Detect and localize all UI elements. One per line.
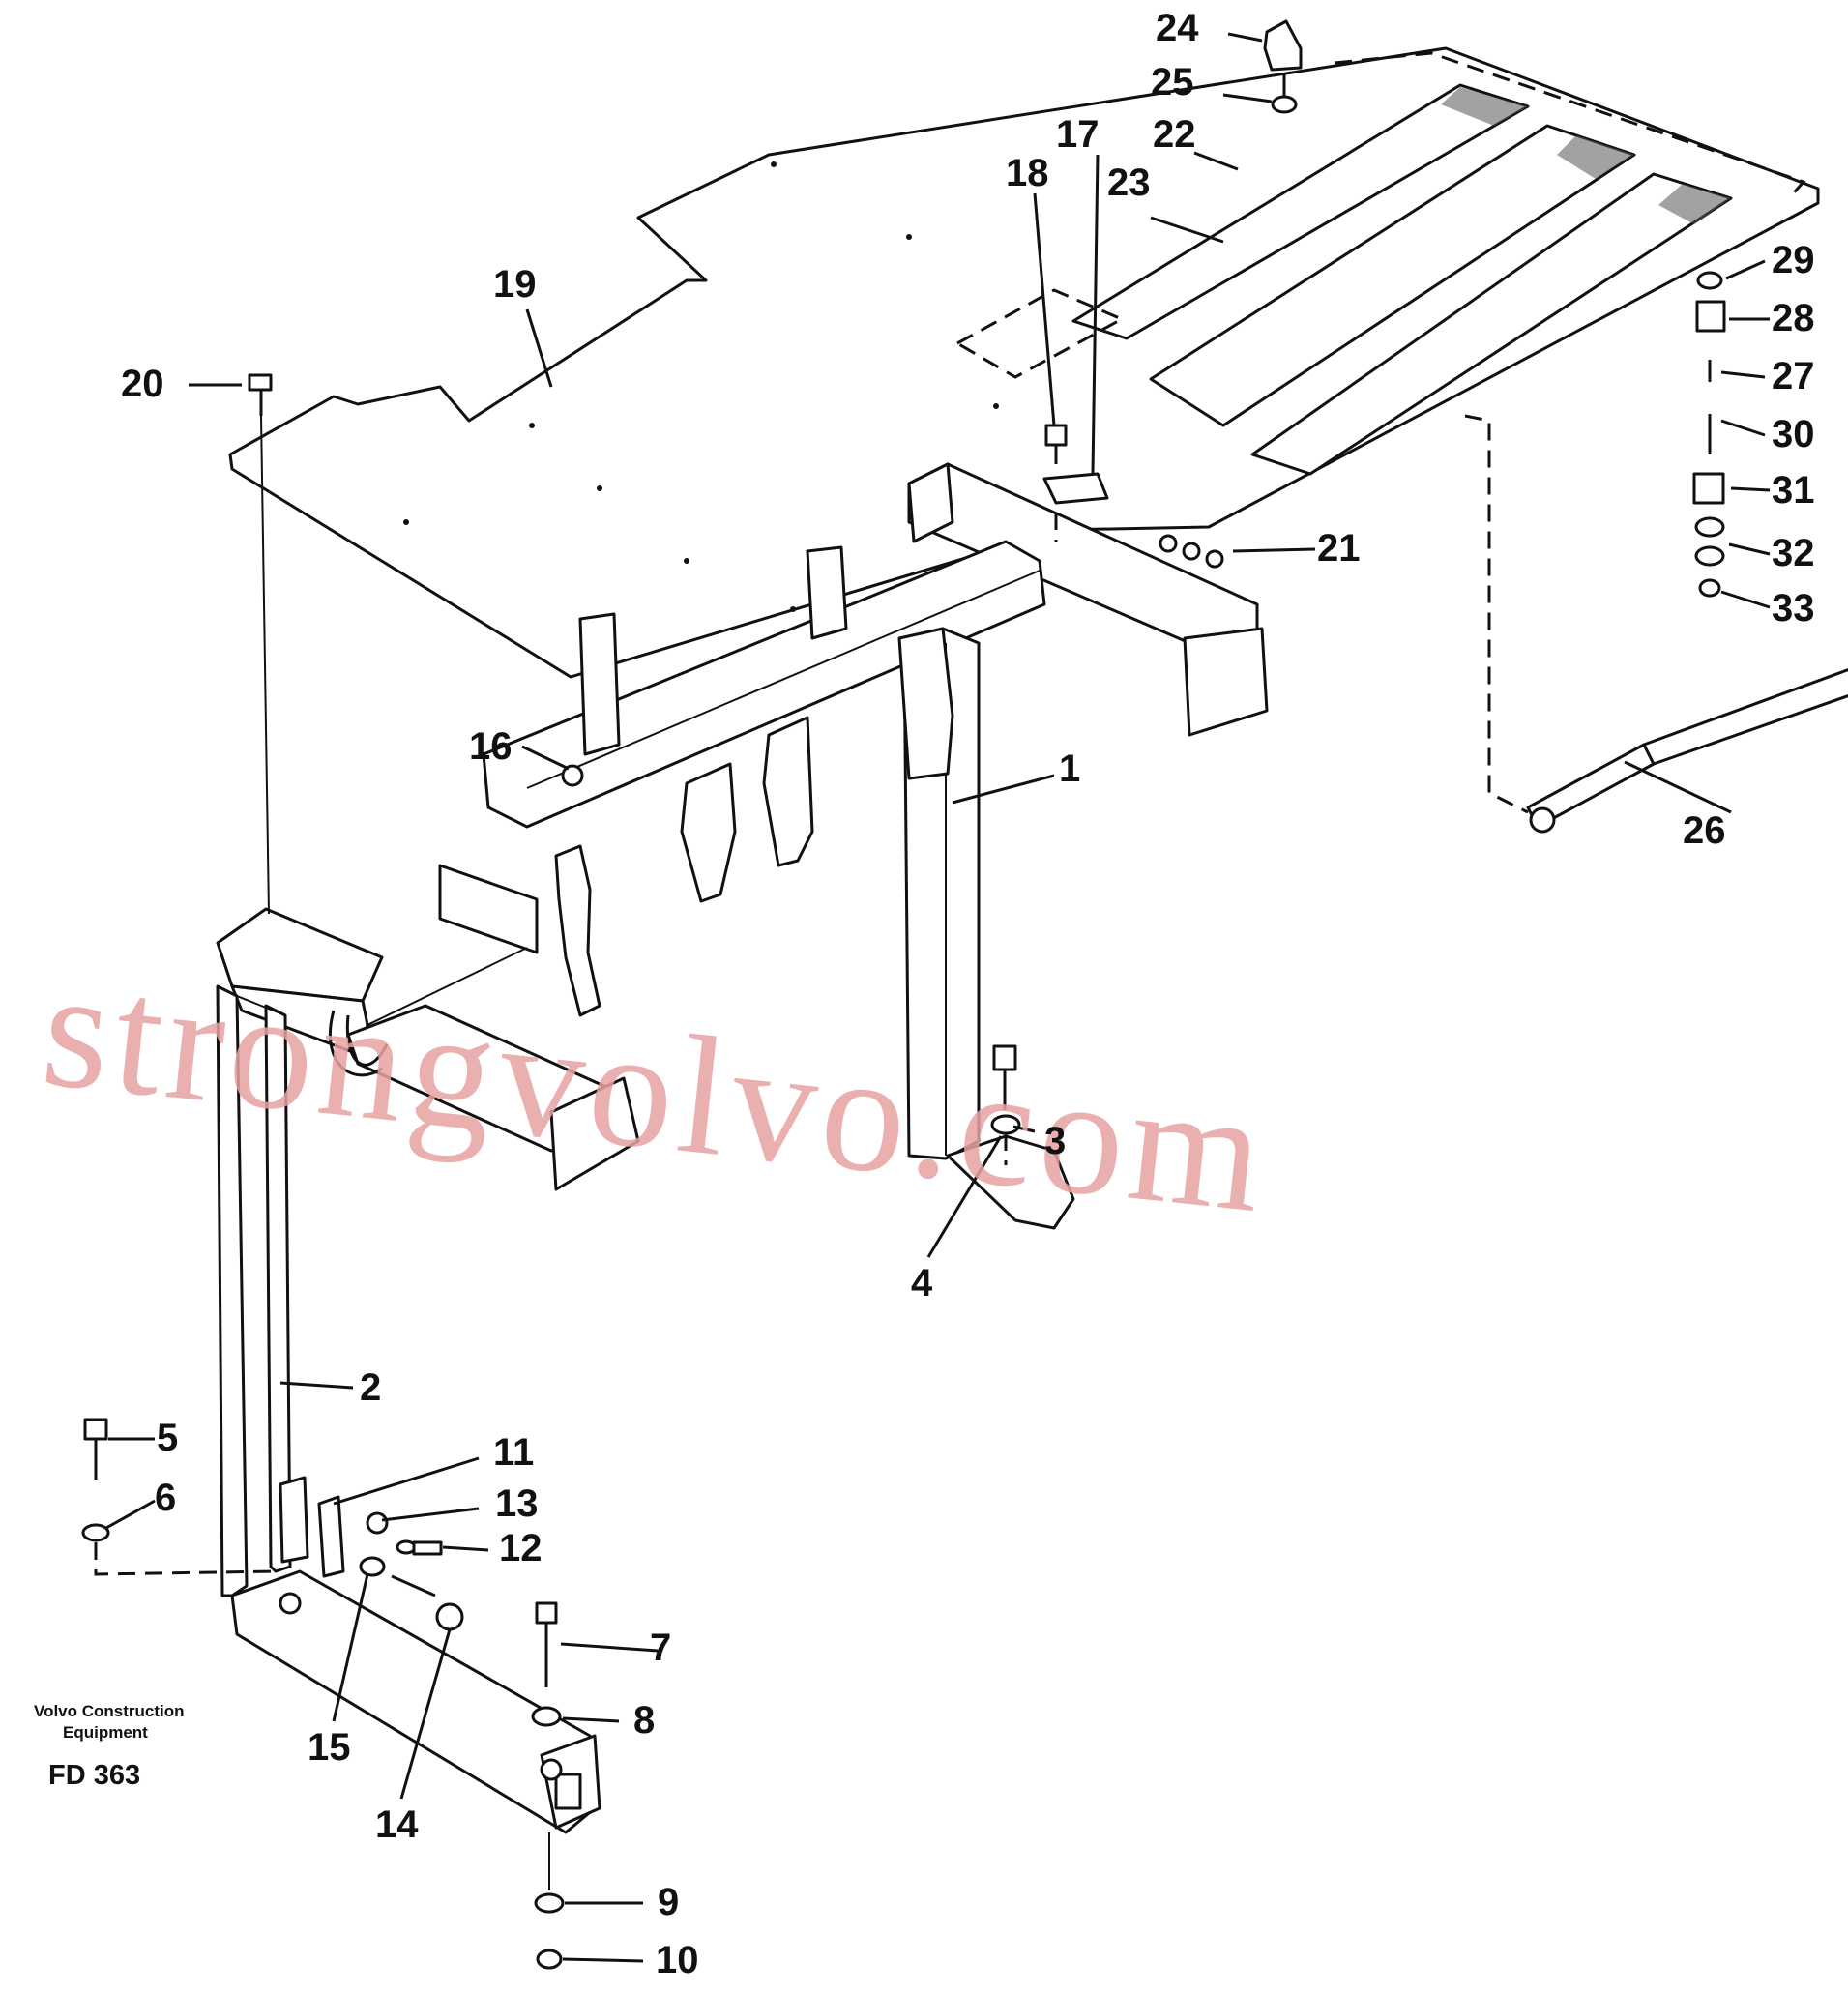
callout-5: 5 bbox=[157, 1417, 178, 1459]
callout-21: 21 bbox=[1317, 527, 1361, 570]
lower-frame bbox=[216, 907, 640, 1834]
small-parts bbox=[81, 19, 1848, 1970]
leader-lines bbox=[105, 32, 1771, 1963]
callout-28: 28 bbox=[1772, 297, 1815, 339]
callout-23: 23 bbox=[1107, 161, 1151, 204]
callout-13: 13 bbox=[495, 1482, 539, 1525]
callout-3: 3 bbox=[1044, 1120, 1066, 1162]
callout-30: 30 bbox=[1772, 413, 1815, 455]
callout-26: 26 bbox=[1683, 809, 1726, 852]
callout-29: 29 bbox=[1772, 239, 1815, 281]
callout-22: 22 bbox=[1153, 113, 1196, 156]
callout-6: 6 bbox=[155, 1477, 176, 1519]
callout-15: 15 bbox=[308, 1726, 351, 1769]
callout-14: 14 bbox=[375, 1803, 419, 1846]
callout-24: 24 bbox=[1156, 7, 1199, 49]
callout-18: 18 bbox=[1006, 152, 1049, 194]
callout-2: 2 bbox=[360, 1366, 381, 1409]
callout-19: 19 bbox=[493, 263, 537, 306]
upper-frame bbox=[438, 462, 1269, 1230]
callout-17: 17 bbox=[1056, 113, 1100, 156]
diagram-caption: Volvo Construction Equipment FD 363 bbox=[34, 1702, 185, 1791]
callout-12: 12 bbox=[499, 1527, 543, 1569]
callout-1: 1 bbox=[1059, 747, 1080, 790]
callout-32: 32 bbox=[1772, 532, 1815, 574]
callout-9: 9 bbox=[658, 1881, 679, 1923]
callout-25: 25 bbox=[1151, 61, 1194, 103]
callout-4: 4 bbox=[911, 1262, 933, 1304]
floor-plate bbox=[228, 46, 1820, 679]
caption-line1: Volvo Construction bbox=[34, 1702, 185, 1720]
callout-20: 20 bbox=[121, 363, 164, 405]
callout-16: 16 bbox=[469, 725, 513, 768]
callout-10: 10 bbox=[656, 1939, 699, 1981]
callout-8: 8 bbox=[633, 1699, 655, 1742]
callout-27: 27 bbox=[1772, 355, 1815, 397]
callout-33: 33 bbox=[1772, 587, 1815, 630]
callout-31: 31 bbox=[1772, 469, 1815, 512]
figure-code: FD 363 bbox=[48, 1760, 140, 1791]
callout-labels: 24 25 17 22 18 23 19 20 29 28 27 30 31 3… bbox=[121, 7, 1815, 1981]
callout-7: 7 bbox=[650, 1627, 671, 1669]
caption-line2: Equipment bbox=[63, 1723, 148, 1742]
callout-11: 11 bbox=[493, 1431, 534, 1474]
